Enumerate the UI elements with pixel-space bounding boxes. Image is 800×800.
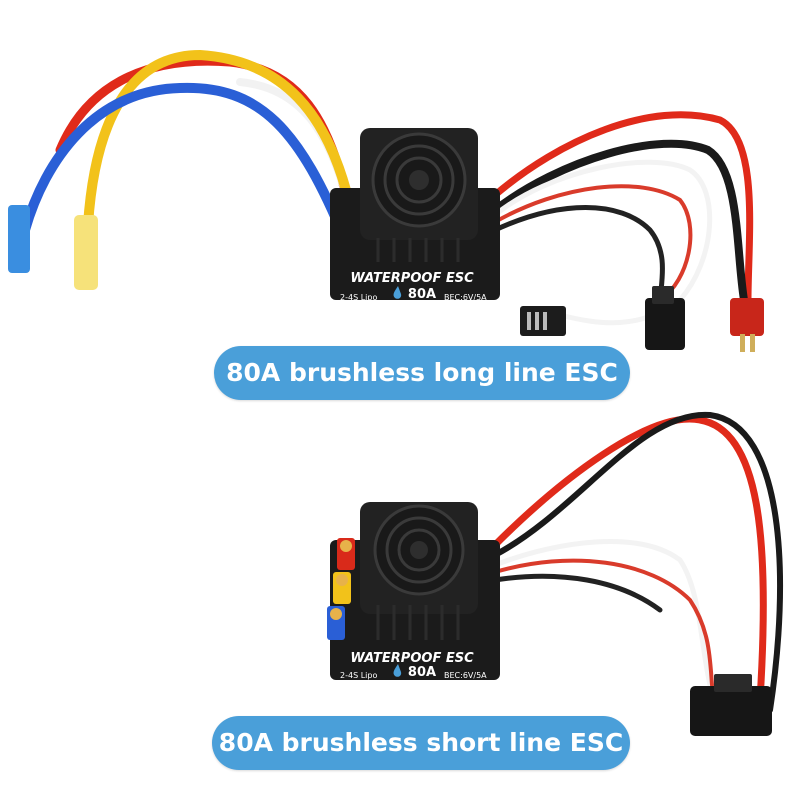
- esc-label-title: WATERPOOF ESC: [350, 271, 474, 286]
- red-signal-wire: [493, 184, 693, 302]
- water-drop-icon: [393, 286, 402, 299]
- black-battery-wire: [492, 411, 784, 713]
- black-signal-wire: [492, 573, 663, 613]
- red-battery-wire: [491, 111, 754, 304]
- esc-label-rating: 80A: [408, 665, 436, 680]
- esc-label-rating: 80A: [408, 287, 436, 302]
- long-line-esc-photo: WATERPOOF ESC 80A 2-4S Lipo BEC:6V/5A: [8, 49, 764, 352]
- red-signal-wire: [493, 558, 714, 687]
- esc-label-bec: BEC:6V/5A: [444, 293, 487, 302]
- caption-long-line: 80A brushless long line ESC: [214, 346, 630, 400]
- esc-label-title: WATERPOOF ESC: [350, 651, 474, 666]
- yellow-bullet-connector: [74, 215, 98, 290]
- power-switch: [645, 298, 685, 350]
- white-signal-wire: [492, 539, 713, 688]
- blue-bullet-connector: [8, 205, 30, 273]
- esc-label-bec: BEC:6V/5A: [444, 671, 487, 680]
- power-switch: [690, 686, 772, 736]
- esc-label-cells: 2-4S Lipo: [340, 293, 377, 302]
- black-signal-wire: [492, 205, 665, 308]
- caption-short-line: 80A brushless short line ESC: [212, 716, 630, 770]
- white-signal-wire: [492, 159, 713, 326]
- product-long-line: WATERPOOF ESC 80A 2-4S Lipo BEC:6V/5A 80…: [8, 49, 764, 400]
- yellow-motor-wire: [83, 49, 357, 230]
- short-line-esc-photo: WATERPOOF ESC 80A 2-4S Lipo BEC:6V/5A: [327, 411, 784, 736]
- blue-motor-wire: [20, 82, 350, 245]
- deans-plug: [730, 298, 764, 336]
- black-battery-wire: [491, 139, 748, 304]
- water-drop-icon: [393, 664, 402, 677]
- product-short-line: WATERPOOF ESC 80A 2-4S Lipo BEC:6V/5A 80…: [0, 400, 800, 800]
- red-battery-wire: [491, 415, 767, 704]
- esc-label-cells: 2-4S Lipo: [340, 671, 377, 680]
